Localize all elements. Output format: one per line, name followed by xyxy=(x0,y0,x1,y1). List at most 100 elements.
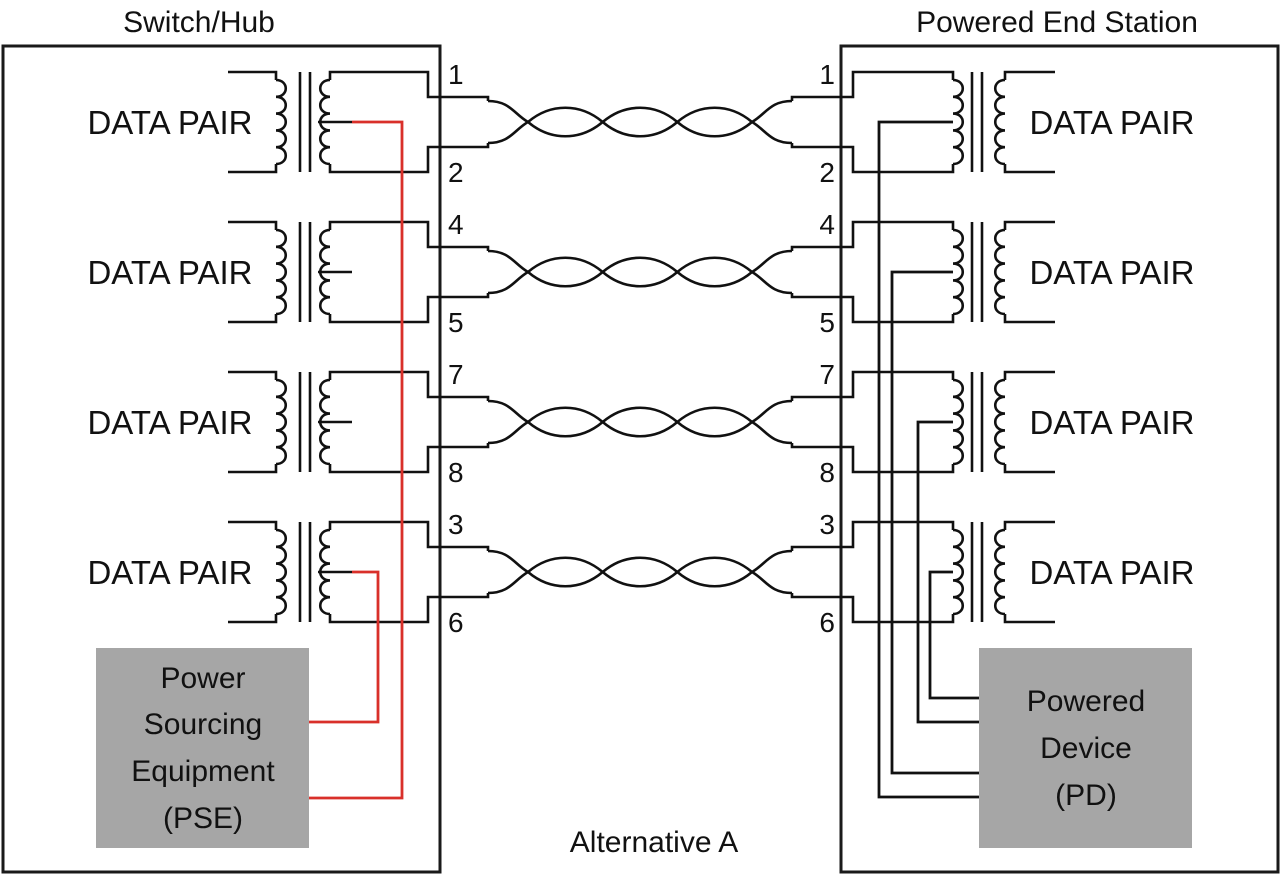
switch-outer-coil-icon xyxy=(275,228,288,316)
power-wiring-layer xyxy=(309,120,979,800)
data-pair-row-3: DATA PAIR 7 8 DATA PAIR 7 8 xyxy=(87,359,1194,488)
switch-data-pair-label: DATA PAIR xyxy=(87,254,252,291)
switch-outer-lead-top xyxy=(228,520,278,530)
station-outer-coil-icon xyxy=(993,528,1006,616)
pd-label-line-3: (PD) xyxy=(1055,779,1117,812)
powered-end-station-title: Powered End Station xyxy=(916,6,1198,39)
switch-data-pair-label: DATA PAIR xyxy=(87,404,252,441)
switch-outer-lead-bottom xyxy=(228,464,278,474)
switch-outer-lead-bottom xyxy=(228,614,278,624)
powered-end-station-frame xyxy=(839,44,1280,874)
station-pin-bottom: 6 xyxy=(819,607,835,638)
station-outer-lead-bottom xyxy=(1003,314,1055,324)
pse-label-line-1: Power xyxy=(160,662,245,695)
switch-pin-top: 3 xyxy=(448,509,464,540)
pd-label-line-1: Powered xyxy=(1027,685,1145,718)
station-line-lead-bottom xyxy=(790,143,955,174)
switch-line-lead-top xyxy=(328,520,490,551)
station-line-lead-bottom xyxy=(790,293,955,324)
twisted-pair-conductor xyxy=(487,399,793,445)
station-line-lead-bottom xyxy=(790,593,955,624)
pd-power-wire-pair-2 xyxy=(890,270,979,775)
switch-outer-lead-bottom xyxy=(228,314,278,324)
station-pin-top: 1 xyxy=(819,59,835,90)
pse-block: Power Sourcing Equipment (PSE) xyxy=(96,648,309,848)
station-data-pair-label: DATA PAIR xyxy=(1029,254,1194,291)
switch-pin-top: 7 xyxy=(448,359,464,390)
switch-pin-top: 1 xyxy=(448,59,464,90)
station-pin-bottom: 2 xyxy=(819,157,835,188)
pse-box xyxy=(96,648,309,848)
data-pair-row-4: DATA PAIR 3 6 DATA PAIR 3 6 xyxy=(87,509,1194,638)
station-pin-bottom: 8 xyxy=(819,457,835,488)
switch-hub-title: Switch/Hub xyxy=(123,6,275,39)
switch-outer-lead-top xyxy=(228,370,278,380)
switch-outer-coil-icon xyxy=(275,78,288,166)
twisted-pair-conductor xyxy=(487,249,793,295)
station-outer-lead-top xyxy=(1003,220,1055,230)
station-data-pair-label: DATA PAIR xyxy=(1029,554,1194,591)
twisted-pair-conductor xyxy=(487,99,793,145)
pd-box xyxy=(979,648,1192,848)
station-pin-bottom: 5 xyxy=(819,307,835,338)
station-outer-lead-bottom xyxy=(1003,164,1055,174)
station-line-lead-bottom xyxy=(790,443,955,474)
pd-label-line-2: Device xyxy=(1040,732,1132,765)
switch-line-lead-bottom xyxy=(328,443,490,474)
pd-power-wire-pair-4 xyxy=(928,570,979,700)
pd-power-wire-pair-1 xyxy=(877,120,979,799)
switch-pin-top: 4 xyxy=(448,209,464,240)
station-outer-coil-icon xyxy=(993,378,1006,466)
pd-block: Powered Device (PD) xyxy=(979,648,1192,848)
station-line-lead-top xyxy=(790,370,955,401)
station-outer-lead-bottom xyxy=(1003,614,1055,624)
twisted-pair-conductor xyxy=(487,549,793,595)
station-data-pair-label: DATA PAIR xyxy=(1029,104,1194,141)
switch-data-pair-label: DATA PAIR xyxy=(87,554,252,591)
station-line-lead-top xyxy=(790,220,955,251)
pse-power-wire-pair-4 xyxy=(309,570,380,724)
station-outer-coil-icon xyxy=(993,78,1006,166)
station-outer-lead-bottom xyxy=(1003,464,1055,474)
switch-line-lead-bottom xyxy=(328,593,490,624)
station-data-pair-label: DATA PAIR xyxy=(1029,404,1194,441)
switch-line-lead-top xyxy=(328,220,490,251)
switch-pin-bottom: 8 xyxy=(448,457,464,488)
station-outer-lead-top xyxy=(1003,70,1055,80)
data-pair-row-1: DATA PAIR 1 2 DATA PAIR 1 2 xyxy=(87,59,1194,188)
pse-label-line-3: Equipment xyxy=(131,755,275,788)
switch-pin-bottom: 6 xyxy=(448,607,464,638)
switch-pin-bottom: 5 xyxy=(448,307,464,338)
station-line-coil-icon xyxy=(952,228,965,316)
station-line-lead-top xyxy=(790,520,955,551)
station-pin-top: 3 xyxy=(819,509,835,540)
station-outer-coil-icon xyxy=(993,228,1006,316)
switch-outer-lead-bottom xyxy=(228,164,278,174)
switch-line-lead-top xyxy=(328,370,490,401)
switch-pin-bottom: 2 xyxy=(448,157,464,188)
station-line-coil-icon xyxy=(952,78,965,166)
station-outer-lead-top xyxy=(1003,370,1055,380)
switch-outer-lead-top xyxy=(228,220,278,230)
switch-data-pair-label: DATA PAIR xyxy=(87,104,252,141)
diagram-caption: Alternative A xyxy=(570,826,738,859)
pse-power-wire-pair-1 xyxy=(309,120,404,800)
switch-hub-frame xyxy=(1,44,442,874)
pd-power-wire-pair-3 xyxy=(916,420,979,724)
data-pair-row-2: DATA PAIR 4 5 DATA PAIR 4 5 xyxy=(87,209,1194,338)
station-pin-top: 4 xyxy=(819,209,835,240)
switch-line-lead-bottom xyxy=(328,143,490,174)
switch-line-lead-bottom xyxy=(328,293,490,324)
switch-outer-coil-icon xyxy=(275,378,288,466)
switch-outer-lead-top xyxy=(228,70,278,80)
pse-label-line-4: (PSE) xyxy=(163,802,243,835)
station-line-coil-icon xyxy=(952,378,965,466)
station-line-coil-icon xyxy=(952,528,965,616)
pse-label-line-2: Sourcing xyxy=(144,708,262,741)
switch-outer-coil-icon xyxy=(275,528,288,616)
station-pin-top: 7 xyxy=(819,359,835,390)
switch-line-lead-top xyxy=(328,70,490,101)
station-line-lead-top xyxy=(790,70,955,101)
